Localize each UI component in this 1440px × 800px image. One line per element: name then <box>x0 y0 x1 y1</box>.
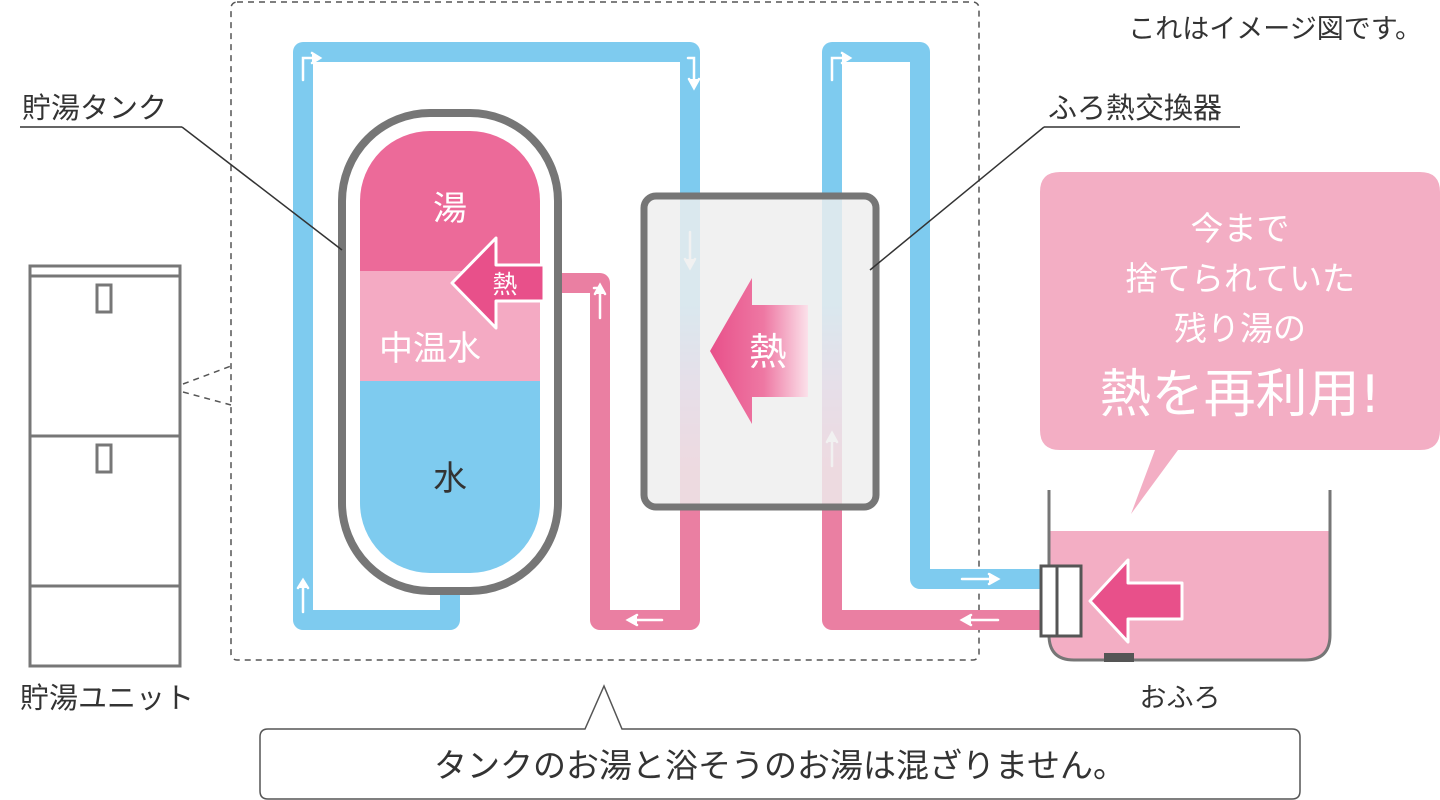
cold-water-text: 水 <box>433 459 467 499</box>
zoom-lines <box>182 365 232 406</box>
tank-return-pipe <box>548 273 700 630</box>
bath-heat-arrow <box>1088 558 1184 644</box>
storage-unit-icon <box>28 264 182 668</box>
note-box <box>259 684 1301 800</box>
bath-label: おふろ <box>1140 683 1221 714</box>
callout-line-2: 捨てられていた <box>1125 259 1355 298</box>
bath-outflow-pipe <box>822 42 1042 589</box>
cold-water-layer <box>360 381 540 573</box>
tank-heat-text: 熱 <box>492 270 517 299</box>
bottom-note-text: タンクのお湯と浴そうのお湯は混ざりません。 <box>434 746 1126 785</box>
bath-water <box>1049 531 1330 660</box>
bathtub-outline <box>1047 490 1332 662</box>
tank-label: 貯湯タンク <box>22 91 167 125</box>
exchanger-label: ふろ熱交換器 <box>1048 91 1222 125</box>
image-note: これはイメージ図です。 <box>1128 14 1422 45</box>
hot-water-layer <box>360 131 540 271</box>
mid-water-text: 中温水 <box>379 329 481 369</box>
callout-line-3: 残り湯の <box>1174 309 1306 348</box>
leader-lines <box>20 126 1240 271</box>
tank-heat-arrow <box>450 236 546 330</box>
bath-adapter <box>1039 564 1083 638</box>
unit-label: 貯湯ユニット <box>20 681 194 715</box>
callout-line-1: 今まで <box>1191 209 1290 248</box>
hot-water-text: 湯 <box>433 189 467 229</box>
callout-line-4: 熱を再利用! <box>1100 365 1381 425</box>
exchanger-heat-arrow <box>710 278 808 424</box>
exchanger-heat-text: 熱 <box>749 330 787 374</box>
unit-boundary <box>230 1 980 661</box>
callout-bubble <box>1040 172 1440 514</box>
bath-drain <box>1104 653 1134 662</box>
